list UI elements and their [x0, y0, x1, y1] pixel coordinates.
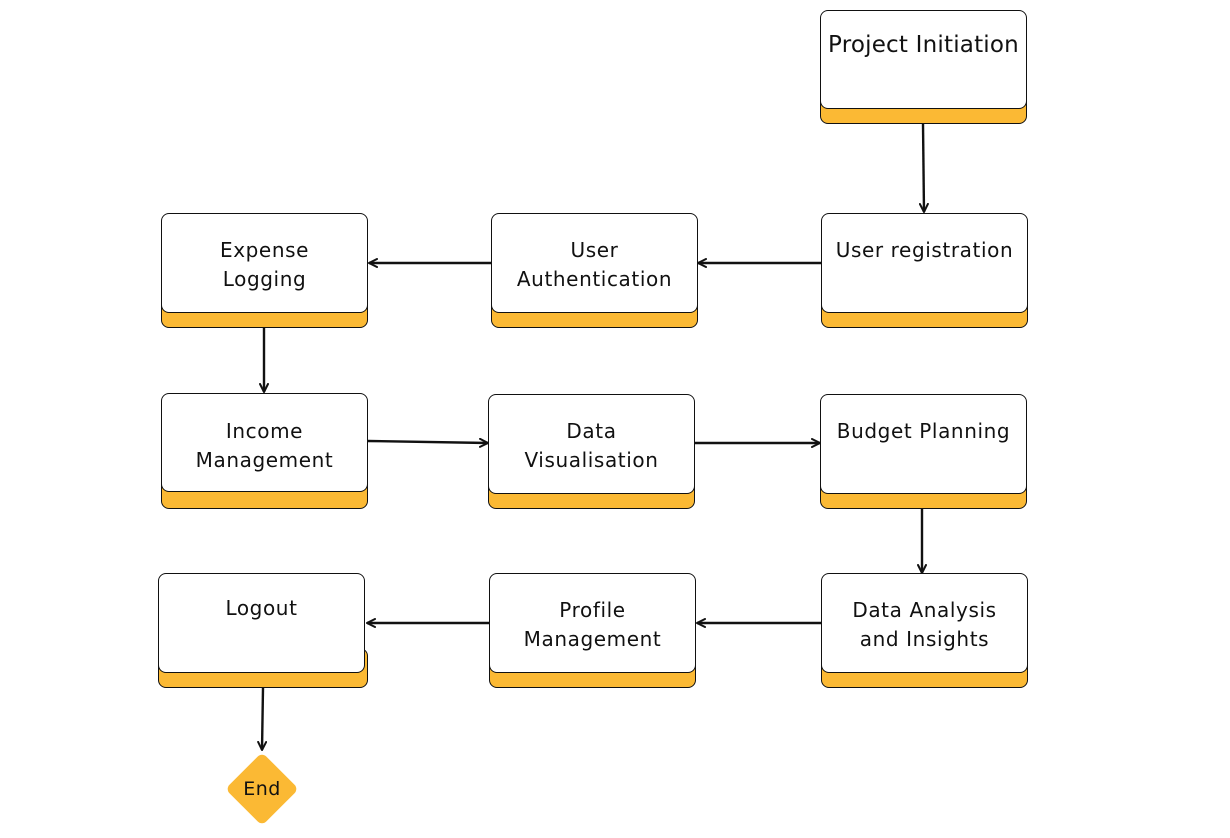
node-card: Expense Logging: [161, 213, 368, 313]
node-card: Profile Management: [489, 573, 696, 673]
node-project-initiation: Project Initiation: [820, 10, 1027, 124]
node-user-registration: User registration: [821, 213, 1028, 328]
node-label: Logout: [225, 596, 298, 620]
node-card: Budget Planning: [820, 394, 1027, 494]
node-card: User Authentication: [491, 213, 698, 313]
node-card: Project Initiation: [820, 10, 1027, 109]
node-profile-management: Profile Management: [489, 573, 696, 688]
node-label: Project Initiation: [828, 32, 1019, 58]
node-label: User Authentication: [516, 238, 673, 291]
node-label: Expense Logging: [219, 238, 310, 291]
node-label: Budget Planning: [836, 419, 1011, 443]
node-budget-planning: Budget Planning: [820, 394, 1027, 509]
node-expense-logging: Expense Logging: [161, 213, 368, 328]
node-logout: Logout: [158, 573, 368, 688]
node-label: User registration: [835, 238, 1014, 262]
edge-logout-to-end: [257, 687, 268, 751]
end-label: End: [243, 778, 281, 800]
node-label: Data Visualisation: [524, 419, 659, 472]
node-data-analysis: Data Analysis and Insights: [821, 573, 1028, 688]
node-data-visualisation: Data Visualisation: [488, 394, 695, 509]
edge-income-management-to-data-visualisation: [367, 437, 489, 448]
node-card: Income Management: [161, 393, 368, 492]
node-card: User registration: [821, 213, 1028, 313]
node-card: Data Analysis and Insights: [821, 573, 1028, 673]
node-income-management: Income Management: [161, 393, 368, 509]
node-user-authentication: User Authentication: [491, 213, 698, 328]
node-label: Income Management: [195, 419, 334, 472]
node-card: Logout: [158, 573, 365, 673]
node-label: Profile Management: [523, 598, 662, 651]
node-card: Data Visualisation: [488, 394, 695, 494]
node-label: Data Analysis and Insights: [852, 598, 997, 651]
edge-project-initiation-to-user-registration: [918, 123, 929, 213]
